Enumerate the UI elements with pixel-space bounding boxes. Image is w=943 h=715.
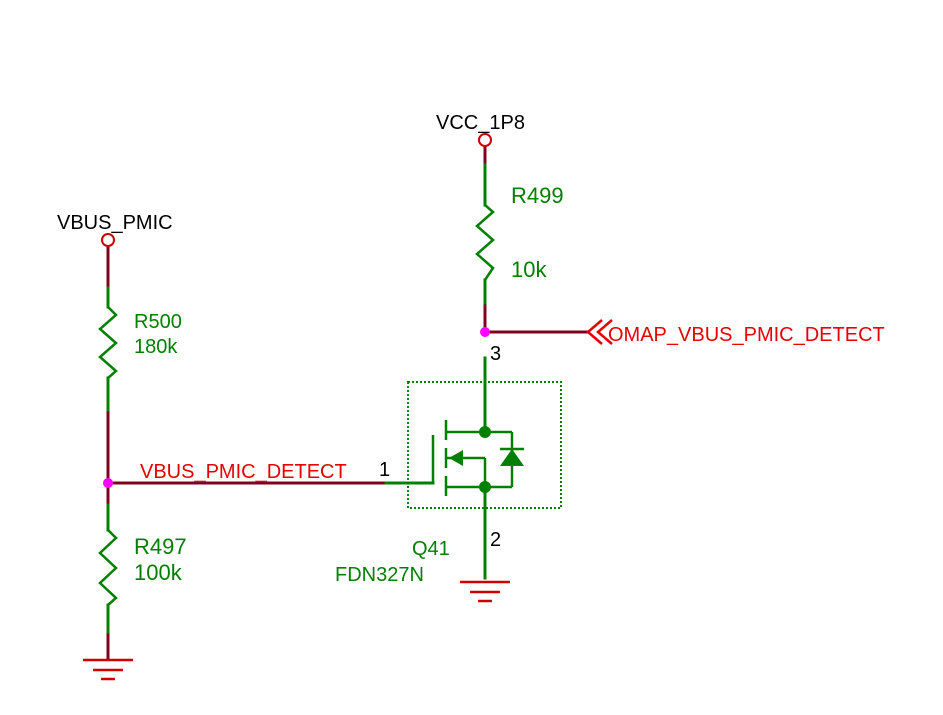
q41-ref: Q41 <box>412 538 450 560</box>
net-label-vbus-pmic-detect: VBUS_PMIC_DETECT <box>140 461 347 483</box>
ground-symbol-icon <box>83 658 133 681</box>
component-leads <box>106 163 487 634</box>
q41-pin-gate: 1 <box>379 459 390 481</box>
r500-ref: R500 <box>134 311 182 333</box>
net-label-vbus-pmic: VBUS_PMIC <box>57 212 173 234</box>
q41-drain-dot <box>479 426 491 438</box>
power-port-circle-icon <box>478 133 492 147</box>
q41-package-outline <box>407 381 562 509</box>
power-port-vcc-1p8[interactable] <box>478 133 492 147</box>
resistor-zigzag-icon <box>475 204 495 281</box>
ground-symbol-icon <box>460 580 510 603</box>
resistor-r497[interactable] <box>98 529 118 606</box>
junction-drain-node <box>480 327 490 337</box>
r497-ref: R497 <box>134 534 187 559</box>
offpage-connector-omap[interactable] <box>586 319 613 345</box>
q41-source-dot <box>479 481 491 493</box>
resistor-r499[interactable] <box>475 204 495 281</box>
r497-value: 100k <box>134 560 183 585</box>
net-label-omap-vbus-pmic-detect: OMAP_VBUS_PMIC_DETECT <box>608 324 885 346</box>
r499-value: 10k <box>511 257 547 282</box>
ground-left <box>83 658 133 681</box>
q41-body-arrow <box>449 450 463 466</box>
resistor-zigzag-icon <box>98 306 118 379</box>
mosfet-q41[interactable] <box>407 381 562 509</box>
resistor-r500[interactable] <box>98 306 118 379</box>
n-channel-mosfet-icon <box>431 420 514 496</box>
q41-pin-drain: 3 <box>490 343 501 365</box>
q41-pin-source: 2 <box>490 529 501 551</box>
r500-value: 180k <box>134 336 178 358</box>
power-port-vbus-pmic[interactable] <box>101 233 115 247</box>
ground-q41 <box>460 580 510 603</box>
net-label-vcc-1p8: VCC_1P8 <box>436 112 525 134</box>
body-diode-icon <box>500 447 524 466</box>
q41-value: FDN327N <box>335 564 424 586</box>
resistor-zigzag-icon <box>98 529 118 606</box>
junction-vbus-node <box>103 478 113 488</box>
r499-ref: R499 <box>511 183 564 208</box>
power-port-circle-icon <box>101 233 115 247</box>
offpage-connector-icon <box>586 319 613 345</box>
